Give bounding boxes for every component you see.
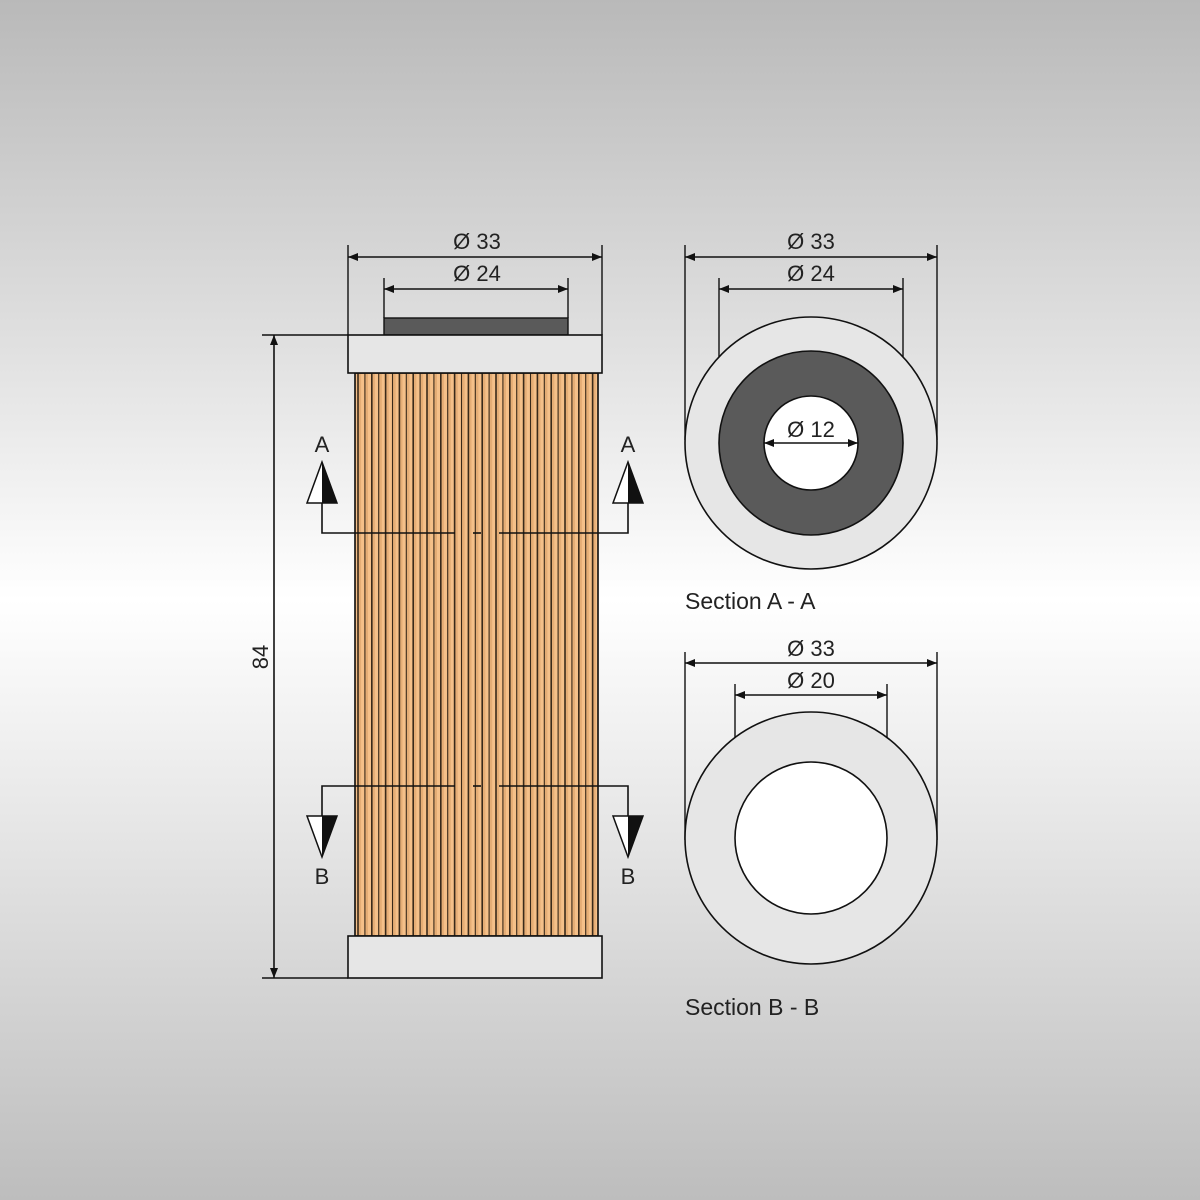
section-b-dim-outer-label: Ø 33 [787, 636, 835, 661]
section-a-dim-ring: Ø 24 [719, 261, 903, 293]
section-cut-b: B B [305, 785, 645, 889]
section-a-dim-outer: Ø 33 [685, 229, 937, 261]
rubber-seal [383, 317, 569, 336]
section-b-view: Ø 33 Ø 20 Section B - B [684, 636, 938, 1020]
section-b-left-label: B [315, 864, 330, 889]
section-a-dim-ring-label: Ø 24 [787, 261, 835, 286]
side-dim-seal: Ø 24 [384, 261, 568, 293]
section-a-dim-bore: Ø 12 [764, 417, 858, 447]
section-b-right-label: B [621, 864, 636, 889]
side-dim-height-label: 84 [248, 645, 273, 669]
section-b-dim-outer: Ø 33 [685, 636, 937, 667]
section-a-right-label: A [621, 432, 636, 457]
section-a-dim-bore-label: Ø 12 [787, 417, 835, 442]
section-a-dim-outer-label: Ø 33 [787, 229, 835, 254]
side-dim-outer: Ø 33 [348, 229, 602, 261]
section-b-dim-inner: Ø 20 [735, 668, 887, 699]
section-a-title: Section A - A [685, 588, 816, 614]
section-cut-a: A A [305, 432, 645, 534]
section-b-inner-circle [734, 761, 888, 915]
top-end-cap [347, 334, 603, 374]
section-b-title: Section B - B [685, 994, 819, 1020]
side-dim-seal-label: Ø 24 [453, 261, 501, 286]
filter-pleated-body [354, 372, 599, 937]
side-dim-outer-label: Ø 33 [453, 229, 501, 254]
bottom-end-cap [347, 935, 603, 979]
section-a-view: Ø 33 Ø 24 Ø 12 Section A - A [684, 229, 938, 614]
side-view: Ø 33 Ø 24 84 A A [248, 229, 645, 979]
side-dim-height: 84 [248, 335, 278, 978]
section-a-left-label: A [315, 432, 330, 457]
section-b-dim-inner-label: Ø 20 [787, 668, 835, 693]
